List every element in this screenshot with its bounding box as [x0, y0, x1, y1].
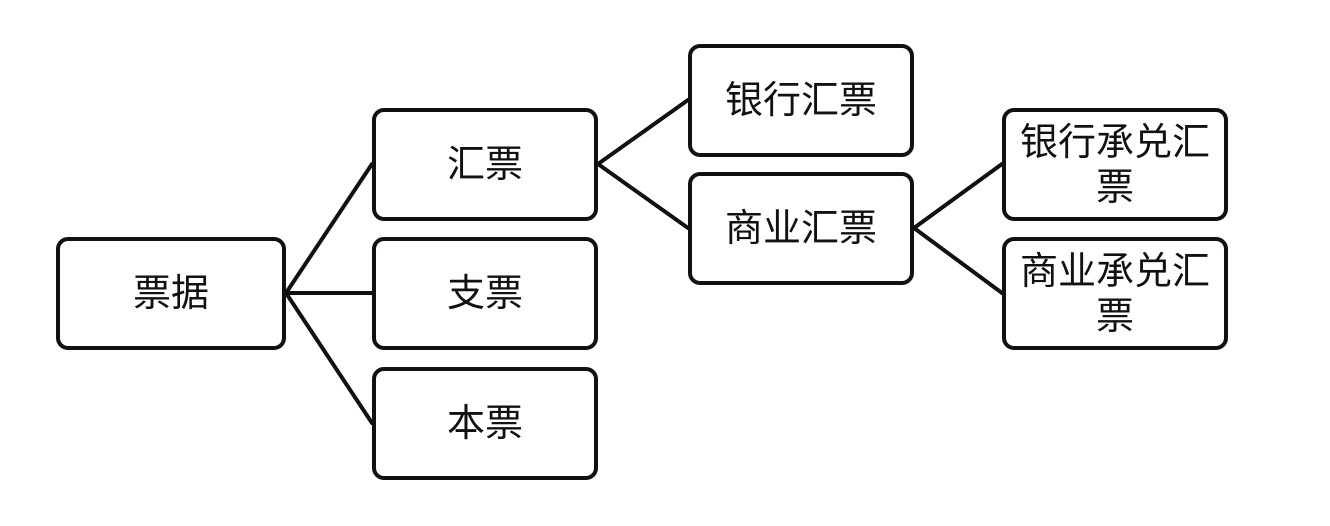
- node-bank-acceptance-label: 银行承兑汇票: [1019, 119, 1210, 209]
- connector-commercial-commercial-acceptance: [912, 226, 1004, 295]
- node-commercial-draft-label: 商业汇票: [724, 206, 877, 251]
- node-bank-draft-label: 银行汇票: [724, 78, 877, 123]
- node-cheque-label: 支票: [446, 271, 523, 316]
- node-bank-draft: 银行汇票: [688, 44, 914, 157]
- node-root-label: 票据: [132, 271, 209, 316]
- node-promissory-label: 本票: [446, 401, 523, 446]
- connector-root-draft: [284, 162, 374, 295]
- node-cheque: 支票: [372, 237, 598, 350]
- node-draft: 汇票: [372, 108, 598, 221]
- node-commercial-draft: 商业汇票: [688, 172, 914, 285]
- connector-commercial-bank-acceptance: [912, 162, 1004, 230]
- node-draft-label: 汇票: [446, 142, 523, 187]
- connector-draft-commercial-draft: [596, 162, 690, 230]
- node-commercial-acceptance: 商业承兑汇票: [1002, 237, 1228, 350]
- node-promissory: 本票: [372, 367, 598, 480]
- node-commercial-acceptance-label: 商业承兑汇票: [1019, 248, 1210, 338]
- node-bank-acceptance: 银行承兑汇票: [1002, 108, 1228, 221]
- connector-draft-bank-draft: [596, 98, 690, 166]
- node-root: 票据: [56, 237, 286, 350]
- connector-root-promissory: [284, 291, 374, 425]
